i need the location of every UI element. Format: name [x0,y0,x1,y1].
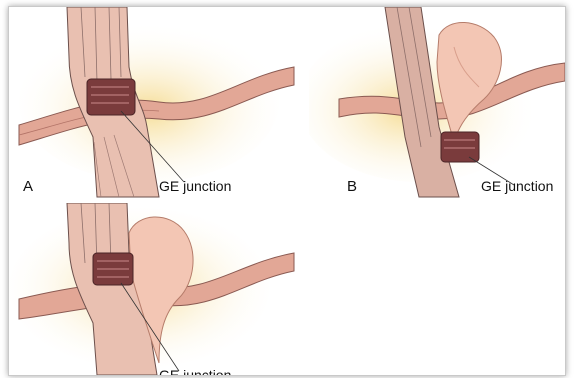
panel-c-letter: C [23,374,34,376]
panel-a-illustration [9,7,299,199]
figure-frame: A GE junction B GE junction [8,6,566,376]
panel-a: A GE junction [9,7,299,199]
panel-b-caption: GE junction [481,178,553,194]
panel-c: C GE junction [9,203,299,375]
panel-b: B GE junction [309,7,565,199]
panel-c-caption: GE junction [159,367,231,376]
panel-c-illustration [9,203,299,375]
panel-a-caption: GE junction [159,178,231,194]
panel-a-letter: A [23,178,33,195]
panel-b-illustration [309,7,565,199]
panel-b-letter: B [347,178,357,195]
